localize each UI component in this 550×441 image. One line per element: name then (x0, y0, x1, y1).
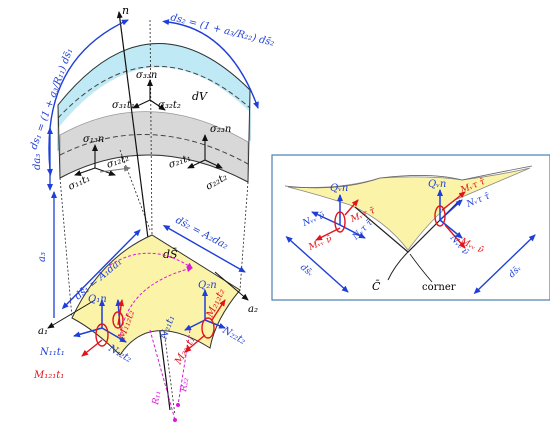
sigma33-label: σ₃₃n (136, 70, 157, 81)
right-edge-forces (184, 289, 226, 331)
grey-tangent-arrow (99, 165, 131, 173)
inset-ds-left-arrow (285, 235, 349, 293)
Q2-label: Q₂n (198, 280, 217, 291)
inset-corner-label: corner (422, 282, 456, 293)
a2-axis (214, 271, 249, 301)
curvature-center-1 (176, 403, 180, 407)
sigma11-label: σ₁₁t₁ (67, 173, 92, 193)
inset-right-moments (434, 191, 466, 249)
right-edge-moments (184, 299, 226, 353)
sigma13-label: σ₁₃n (83, 134, 104, 145)
ds2-bar-arrow (162, 225, 246, 273)
sigma22-label: σ₂₂t₂ (204, 172, 229, 193)
N22-label: N₂₂t₂ (220, 325, 248, 347)
sigma23-label: σ₂₃n (210, 124, 231, 135)
dV-label: dV (192, 90, 208, 103)
corner-inset: Qᵥn Qᵥn Mᵥτ τ̄ Nᵥτ τ̄ Nᵥᵥ ν̄ Mᵥτ τ̄ Nᵥτ … (271, 154, 550, 301)
main-figure: n ds₁ = (1 + a₃/R₁₁) ds̄₁ ds₂ = (1 + a₃/… (28, 4, 276, 422)
ds1-bar-arrow (61, 229, 141, 310)
a1-axis (47, 299, 96, 329)
left-edge-moments (81, 299, 125, 357)
M121-label: M₁₂₁t₁ (33, 370, 64, 381)
Q1-label: Q₁n (88, 294, 107, 305)
R11-label: R₁₁ (151, 390, 163, 407)
sigma-triads (74, 79, 223, 176)
n-axis-label: n (122, 4, 129, 17)
a1-label: a₁ (38, 326, 48, 337)
ds2-bar-label: ds̄₂ = A₂da₂ (174, 215, 230, 252)
inset-C-label: C̄ (372, 280, 381, 293)
da3-label: da₃ (32, 154, 43, 170)
ds2-arc-arrow (162, 19, 259, 109)
sigma31-label: σ₃₁t₁ (112, 100, 135, 111)
a3-label: a₃ (37, 252, 48, 262)
inset-C-curve (387, 251, 409, 281)
N11-label: N₁₁t₁ (39, 347, 65, 358)
sigma32-label: σ₃₂t₂ (158, 100, 181, 111)
inset-Qv-right: Qᵥn (428, 179, 446, 190)
curvature-center-2 (173, 418, 177, 422)
a2-label: a₂ (248, 304, 258, 315)
ds2-top-label: ds₂ = (1 + a₃/R₂₂) ds̄₂ (169, 12, 275, 49)
inset-corner-leader (409, 253, 433, 283)
inset-ds-right-arrow (473, 234, 536, 295)
curvature-lines (109, 252, 193, 421)
dS-label: dS̄ (163, 248, 178, 261)
inset-top-edge (284, 165, 533, 189)
R22-label: R₂₂ (179, 377, 192, 394)
inset-Qv-left: Qᵥn (330, 183, 348, 194)
